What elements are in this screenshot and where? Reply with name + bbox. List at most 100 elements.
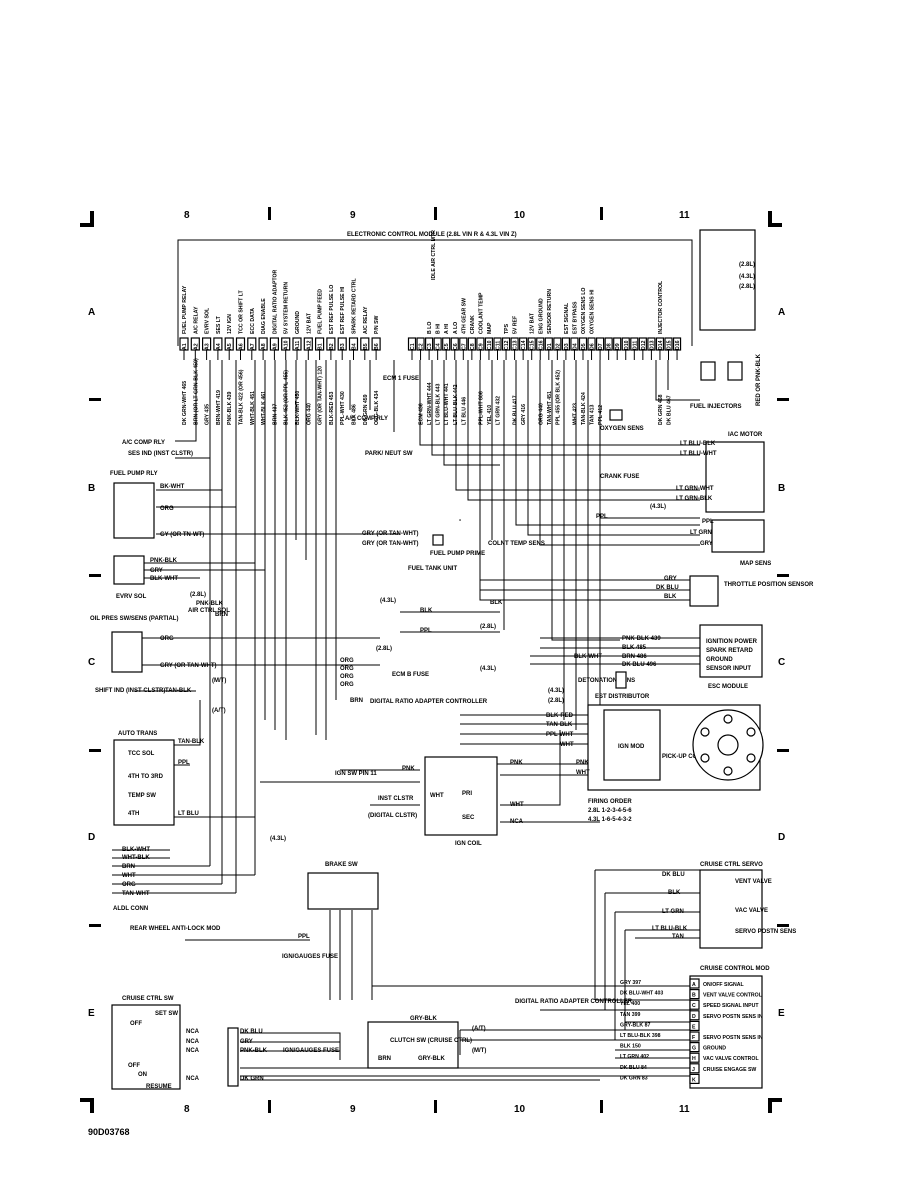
wire-label: GRY [700, 541, 713, 547]
ecm-pin-func: FUEL PUMP FEED [318, 289, 324, 334]
ecm-pin-label: A12 [306, 340, 312, 350]
fuel-injectors-label: FUEL INJECTORS [690, 404, 741, 410]
wire-label: BLK-WHT [122, 847, 150, 853]
wire-label: DK BLU [656, 585, 679, 591]
cruise-mod-wire: YEL 400 [620, 1001, 640, 1007]
ecm-pin-func: EVRV SOL [205, 307, 211, 334]
ecm-wire-label: ORG 440 [538, 403, 544, 425]
ecm-wire-label: TAN-WHT 451 [547, 391, 553, 425]
row-label: E [778, 1008, 785, 1019]
cruise-mod-label: CRUISE CONTROL MOD [700, 966, 770, 972]
ecm-pin-label: C4 [436, 343, 442, 350]
ecm-pin-label: D13 [649, 340, 655, 350]
oil-pres-sw [111, 631, 143, 673]
ign-mod-label: IGN MOD [618, 744, 645, 750]
ecm-pin-func: 5V SYSTEM RETURN [284, 282, 290, 334]
ecm-wire-label: GRY 435 [205, 404, 211, 425]
ecm-b-fuse-label: ECM B FUSE [392, 672, 429, 678]
ecm-pin-label: C8 [470, 343, 476, 350]
wire-label: GRY (OR TAN-WHT) [362, 541, 419, 547]
ign-gauges-fuse-label: IGN/GAUGES FUSE [282, 954, 338, 960]
oxygen-sens-label: OXYGEN SENS [600, 426, 644, 432]
ecm-pin-func: EST REF PULSE LO [329, 285, 335, 334]
ecm-pin-func: A/C RELAY [193, 306, 199, 334]
fuel-pump-prime-label: FUEL PUMP PRIME [430, 551, 485, 557]
wire-label: DK BLU [662, 872, 685, 878]
ecm-wire-label: ECM 436 [419, 403, 425, 425]
wire-label: GRY (OR TAN-WHT) [160, 663, 217, 669]
aldl-label: ALDL CONN [113, 906, 148, 912]
cruise-mod-pin: H [692, 1056, 696, 1062]
col-label: 9 [350, 1104, 356, 1115]
wire-label: PPL-WHT [546, 732, 574, 738]
ecm-pin-label: C6 [453, 343, 459, 350]
wire-label: PNK-BLK [150, 558, 178, 564]
map-sens-label: MAP SENS [740, 561, 771, 567]
wire-label: NCA [186, 1048, 200, 1054]
wire-label: NCA [186, 1076, 200, 1082]
cruise-mod-wire: DK BLU 84 [620, 1065, 647, 1071]
ecm-pin-func: A LO [453, 322, 459, 334]
wire-label: WHT [430, 793, 444, 799]
wire-label: GRY-BLK [418, 1056, 445, 1062]
inst-clstr-label: INST CLSTR [378, 796, 414, 802]
firing-43-label: 4.3L 1-6-5-4-3-2 [588, 817, 632, 823]
injector-1 [700, 361, 716, 381]
oil-pres-label: OIL PRES SW/SENS (PARTIAL) [90, 616, 178, 622]
ign-sw-pin-label: IGN SW PIN 11 [335, 771, 377, 777]
ecm-pin-label: C16 [538, 340, 544, 350]
wire-label: ORG [340, 666, 354, 672]
ecm-wire-label: LT GRN-BLK 443 [436, 383, 442, 425]
esc-module-label: ESC MODULE [708, 684, 748, 690]
ac-comp-rly2-label: A/C COMP RLY [345, 416, 388, 422]
ecm-pin-func: OXYGEN SENS LO [581, 288, 587, 334]
cruise-ctrl-sw: CRUISE CTRL SW SET SW OFF OFF ON RESUME … [111, 996, 339, 1090]
ecm-pin-func: COOLANT TEMP [478, 292, 484, 334]
ecm-pin-label: C11 [496, 341, 502, 350]
ecm-wire-label: TAN-BLK 422 (OR 456) [239, 369, 245, 425]
ecm-pin-func: FUEL PUMP RELAY [182, 285, 188, 334]
ecm-pin-func: DIAG ENABLE [261, 298, 267, 334]
ecm-pin-func: TCC OR SHIFT LT [239, 289, 245, 334]
off-label: OFF [128, 1063, 140, 1069]
clutch-sw [367, 1021, 459, 1069]
wire-label: (4.3L) [548, 688, 564, 694]
wire-label: BLK [668, 890, 681, 896]
wire-label: (2.8L) [480, 624, 496, 630]
row-label: B [778, 483, 785, 494]
air-ctrl-sol-label: AIR CTRL SOL [188, 608, 230, 614]
vac-valve-label: VAC VALVE [735, 908, 768, 914]
wire-label: GY (OR TN-WT) [160, 532, 204, 538]
wire-label: WHT [576, 770, 590, 776]
resume-label: RESUME [146, 1084, 172, 1090]
wire-label: WHT [560, 742, 574, 748]
wire-label: BLK 485 [622, 645, 647, 651]
ecm-pin-func: OXYGEN SENS HI [590, 289, 596, 334]
digital-clstr-label: (DIGITAL CLSTR) [368, 813, 417, 819]
dra2-label: DIGITAL RATIO ADAPTER CONTROLLER [515, 999, 633, 1005]
at-label: (A/T) [472, 1026, 486, 1032]
wire-label: PPL [596, 514, 608, 520]
ecm-pin-label: B2 [329, 343, 335, 350]
wire-label: TAN-BLK [546, 722, 573, 728]
wire-label: ORG [340, 682, 354, 688]
ecm-wire-label: PPL-WHT 430 [340, 391, 346, 425]
grid-rows: A B C D E A B C D E [88, 307, 789, 1019]
wire-label: LT BLU-BLK [652, 926, 688, 932]
cruise-mod-func: ON/OFF SIGNAL [703, 982, 744, 988]
fourth-label: 4TH [128, 811, 139, 817]
firing-order-label: FIRING ORDER [588, 799, 632, 805]
ecm-wire-label: DK BLU 467 [667, 395, 673, 425]
ecm-pin-label: D6 [590, 343, 596, 350]
ecm-wire-label: BLK-RED 453 [329, 391, 335, 425]
ign-gauges-fuse-label: IGN/GAUGES FUSE [283, 1048, 339, 1054]
ecm-pin-func: B LO [427, 322, 433, 334]
wire-label: LT GRN [690, 530, 712, 536]
evrv-sol-label: EVRV SOL [116, 594, 147, 600]
firing-28-label: 2.8L 1-2-3-4-5-6 [588, 808, 632, 814]
rear-wheel-label: REAR WHEEL ANTI-LOCK MOD [130, 926, 221, 932]
ecm-wire-label: TAN-BLK 424 [581, 392, 587, 425]
cruise-mod-wire: LT GRN 402 [620, 1054, 649, 1060]
ecm-wire-label: WHT-BLK 461 [261, 391, 267, 425]
